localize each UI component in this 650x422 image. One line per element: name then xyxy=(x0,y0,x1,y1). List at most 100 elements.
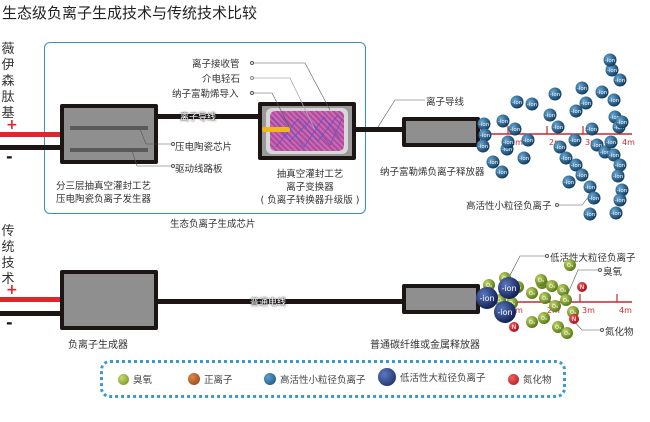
small-negative-ion: -ion xyxy=(603,53,617,67)
svg-text:-ion: -ion xyxy=(478,144,489,150)
nitride-label: 氮化物 xyxy=(605,327,634,338)
small-negative-ion: -ion xyxy=(613,158,627,172)
svg-text:-ion: -ion xyxy=(607,68,618,74)
receiver-tube-label: 离子接收管 xyxy=(192,59,240,70)
eco-positive-wire xyxy=(0,132,62,137)
svg-text:O₃: O₃ xyxy=(486,283,492,289)
piezo-chip-label: 压电陶瓷芯片 xyxy=(175,142,233,153)
small-negative-ion: -ion xyxy=(525,97,539,111)
svg-text:O₃: O₃ xyxy=(542,296,548,302)
eco-side-char: 伊 xyxy=(1,58,15,73)
eco-ion-wire-2 xyxy=(356,127,404,132)
legend-item-small-negative-ion: 高活性小粒径负离子 xyxy=(264,372,366,386)
svg-text:-ion: -ion xyxy=(610,115,621,121)
svg-text:O₃: O₃ xyxy=(570,310,576,316)
small-negative-ion: -ion xyxy=(486,155,500,169)
positive-ion-icon xyxy=(188,373,200,385)
svg-text:-ion: -ion xyxy=(613,174,624,180)
svg-text:-ion: -ion xyxy=(611,211,622,217)
ozone-particle: O₃ xyxy=(535,274,547,286)
ozone-particle: O₃ xyxy=(526,316,538,328)
small-negative-ion: -ion xyxy=(605,63,619,77)
svg-text:O₃: O₃ xyxy=(541,316,547,322)
svg-text:-ion: -ion xyxy=(615,198,626,204)
traditional-positive-wire xyxy=(0,297,62,302)
legend-item-large-negative-ion: 低活性大粒径负离子 xyxy=(378,368,486,386)
eco-panel-caption: 生态负离子生成芯片 xyxy=(170,219,256,230)
small-negative-ion: -ion xyxy=(562,175,576,189)
small-negative-ion: -ion xyxy=(508,122,522,136)
small-negative-ion: -ion xyxy=(551,120,565,134)
eco-ion-wire-label-2: 离子导线 xyxy=(426,97,465,108)
eco-ion-wire xyxy=(156,114,262,119)
traditional-releaser-caption: 普通碳纤维或金属释放器 xyxy=(370,340,480,351)
ozone-particle: O₃ xyxy=(546,280,558,292)
traditional-side-char: 术 xyxy=(1,272,15,287)
small-negative-ion: -ion xyxy=(611,169,625,183)
small-negative-ion: -ion xyxy=(613,73,627,87)
nitride-icon xyxy=(508,373,519,385)
svg-text:O₃: O₃ xyxy=(529,291,535,297)
svg-text:-ion: -ion xyxy=(519,156,530,162)
traditional-minus-sign: - xyxy=(6,313,13,332)
ozone-particle: O₃ xyxy=(560,294,572,306)
ozone-particle: O₃ xyxy=(552,321,564,333)
large-negative-ion: -ion xyxy=(494,301,516,323)
svg-text:-ion: -ion xyxy=(589,196,600,202)
ozone-label: 臭氧 xyxy=(603,267,623,278)
svg-text:-ion: -ion xyxy=(561,156,572,162)
svg-text:-ion: -ion xyxy=(614,125,625,131)
large-negative-ion: -ion xyxy=(476,287,498,309)
legend-label: 高活性小粒径负离子 xyxy=(280,375,366,386)
legend-label: 正离子 xyxy=(204,375,233,386)
converter-caption-1: 抽真空灌封工艺 xyxy=(276,169,344,180)
small-negative-ion: -ion xyxy=(613,193,627,207)
svg-text:-ion: -ion xyxy=(498,119,509,125)
svg-text:N: N xyxy=(512,324,517,331)
traditional-side-char: 技 xyxy=(1,256,15,271)
svg-text:-ion: -ion xyxy=(585,185,596,191)
small-negative-ion: -ion xyxy=(496,114,510,128)
eco-negative-wire xyxy=(0,145,62,150)
ozone-icon xyxy=(118,373,129,385)
svg-text:-ion: -ion xyxy=(606,140,617,146)
eco-side-char: 森 xyxy=(1,74,15,89)
nitride-particle: N xyxy=(569,314,579,324)
nitride-particle: N xyxy=(577,282,587,292)
legend-label: 氮化物 xyxy=(523,375,552,386)
legend-item-ozone: 臭氧 xyxy=(118,372,152,386)
svg-text:O₃: O₃ xyxy=(549,284,555,290)
ozone-particle: O₃ xyxy=(539,292,551,304)
generator-caption-2: 压电陶瓷负离子发生器 xyxy=(56,194,152,205)
small-negative-ion: -ion xyxy=(521,133,535,147)
small-negative-ion: -ion xyxy=(585,122,599,136)
svg-text:-ion: -ion xyxy=(502,147,513,153)
small-negative-ion: -ion xyxy=(548,87,562,101)
small-negative-ion: -ion xyxy=(595,85,609,99)
ozone-particle: O₃ xyxy=(564,259,576,271)
distance-label: 1m xyxy=(510,306,523,315)
fullerene-input-label: 纳子富勒烯导入 xyxy=(172,89,239,100)
svg-text:O₃: O₃ xyxy=(538,278,544,284)
svg-text:-ion: -ion xyxy=(550,92,561,98)
small-negative-ion: -ion xyxy=(583,207,597,221)
svg-text:O₃: O₃ xyxy=(552,304,558,310)
eco-side-char: 薇 xyxy=(1,42,15,57)
ordinary-cable xyxy=(156,299,406,304)
svg-text:N: N xyxy=(572,316,577,323)
driver-board-label: 驱动线路板 xyxy=(175,164,223,175)
large-negative-ion-icon xyxy=(378,368,396,386)
small-negative-ion: -ion xyxy=(477,117,491,131)
svg-text:-ion: -ion xyxy=(555,145,566,151)
small-negative-ion: -ion xyxy=(615,183,629,197)
nitride-particle: N xyxy=(509,322,519,332)
svg-text:N: N xyxy=(580,284,585,291)
svg-text:-ion: -ion xyxy=(592,143,603,149)
svg-text:O₃: O₃ xyxy=(497,298,503,304)
legend-label: 低活性大粒径负离子 xyxy=(400,373,486,384)
page-title: 生态级负离子生成技术与传统技术比较 xyxy=(2,4,258,22)
svg-text:-ion: -ion xyxy=(512,100,523,106)
svg-text:-ion: -ion xyxy=(480,133,491,139)
